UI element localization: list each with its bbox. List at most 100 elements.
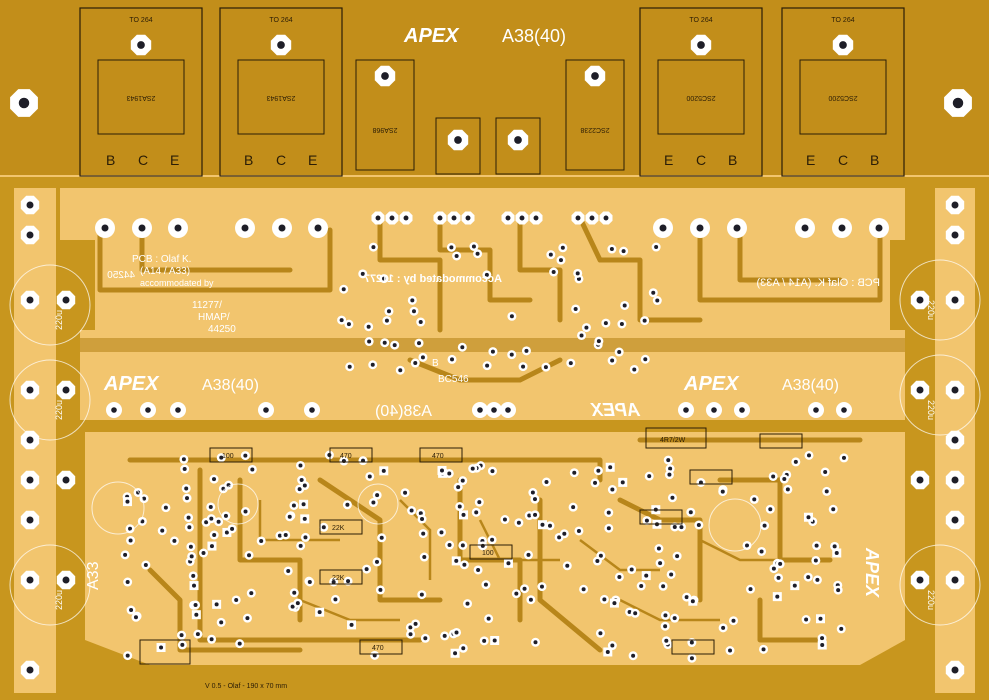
credits-accommodated: accommodated by [140,278,214,288]
component-pad [300,514,310,524]
q4-part: 2SC5200 [828,94,857,101]
component-pad [458,643,468,653]
component-pad [457,342,467,352]
driver-pad [529,211,543,225]
rail-pad [945,225,965,245]
top-ground-pour [0,0,989,176]
transistor-lead-pad [95,218,115,238]
component-pad [601,318,611,328]
component-pad [222,527,232,537]
component-pad [670,522,680,532]
component-pad [832,548,842,558]
component-pad [573,268,583,278]
component-pad [468,464,478,474]
component-pad [358,456,368,466]
component-pad [541,477,551,487]
component-pad [241,506,251,516]
driver-pad [461,211,475,225]
component-pad [419,552,429,562]
component-pad [746,584,756,594]
component-pad [390,340,400,350]
component-pad [343,576,353,586]
q5-part: 2SA968 [372,126,397,133]
component-pad [295,460,305,470]
component-pad [757,546,767,556]
output-pad [500,402,516,418]
brand-right: APEX [683,373,740,395]
component-pad [212,599,222,609]
component-pad [455,502,465,512]
credits-author-2: HMAP/ [198,312,230,323]
component-pad [609,598,619,608]
rail-pad [20,290,40,310]
component-pad [365,471,375,481]
component-pad [364,322,374,332]
label-r-22k: 22K [332,525,345,532]
component-pad [362,564,372,574]
credits-variant: (A14 / A33) [140,266,190,277]
rail-pad [945,195,965,215]
driver-pad [585,211,599,225]
component-pad [216,453,226,463]
rail-pad [910,380,930,400]
component-pad [289,588,299,598]
component-pad [347,620,357,630]
component-pad [478,541,488,551]
component-pad [790,581,800,591]
component-pad [447,354,457,364]
q1-part: 2SA1943 [126,94,155,101]
rail-pad [56,380,76,400]
component-pad [451,556,461,566]
component-pad [379,466,389,476]
trace-layer [97,215,883,653]
component-pad [520,584,530,594]
component-pad [459,510,469,520]
component-pad [594,336,604,346]
rail-pad [56,570,76,590]
component-pad [640,354,650,364]
component-pad [199,548,209,558]
component-pad [694,520,704,530]
label-r-470: 470 [340,453,352,460]
component-pad [242,613,252,623]
bottom-note: V 0.5 - Olaf - 190 x 70 mm [205,683,287,690]
component-pad [749,494,759,504]
mirror-number: 44250 [107,270,135,281]
component-pad [420,633,430,643]
component-pad [157,526,167,536]
component-pad [607,641,617,651]
pin-c: C [276,152,286,168]
component-pad [384,306,394,316]
cap-label: 220u [926,300,936,320]
cap-label: 220u [926,400,936,420]
component-pad [375,585,385,595]
component-pad [319,522,329,532]
component-pad [687,653,697,663]
transistor-lead-pad [308,218,328,238]
component-pad [368,498,378,508]
component-pad [247,464,257,474]
output-pad [678,402,694,418]
q3-part: 2SC5200 [686,94,715,101]
component-pad [604,508,614,518]
component-pad [652,296,662,306]
component-pad [372,490,382,500]
component-pad [216,617,226,627]
component-pad [599,594,609,604]
component-pad [627,565,637,575]
q4-package: TO 264 [831,17,854,24]
component-pad [406,629,416,639]
component-pad [395,365,405,375]
component-pad [648,288,658,298]
component-pad [221,511,231,521]
component-pad [161,503,171,513]
component-pad [380,338,390,348]
component-pad [687,638,697,648]
component-pad [300,481,310,491]
model-right: A38(40) [782,377,839,394]
component-pad [473,249,483,259]
q3-package: TO 264 [689,17,712,24]
component-pad [783,484,793,494]
component-pad [285,512,295,522]
rail-pad [945,290,965,310]
